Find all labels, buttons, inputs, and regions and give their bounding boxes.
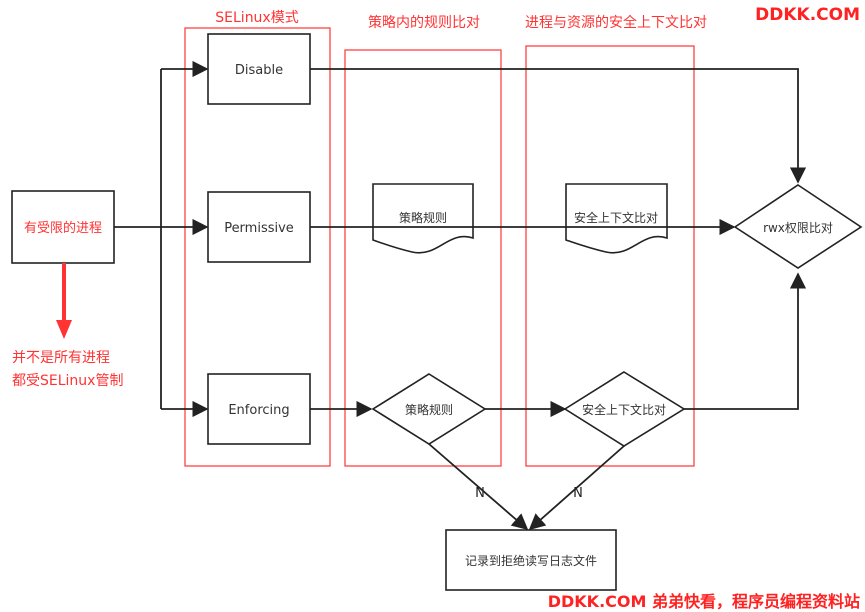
context-doc-shape [565, 183, 668, 254]
policy-decision-label: 策略规则 [405, 402, 453, 417]
log-box [445, 529, 617, 591]
watermark-top: DDKK.COM [755, 5, 860, 25]
policy-doc-shape [372, 183, 474, 254]
policy-no-label: N [475, 486, 485, 501]
selinux-mode-frame [184, 27, 331, 467]
rwx-decision-diamond [733, 184, 863, 269]
permissive-box [207, 191, 311, 263]
red-arrow-head [56, 320, 72, 339]
annotation-line2: 都受SELinux管制 [12, 373, 123, 389]
selinux-mode-header: SELinux模式 [215, 10, 298, 26]
log-label: 记录到拒绝读写日志文件 [465, 553, 597, 568]
context-no-label: N [573, 486, 583, 501]
context-decision-label: 安全上下文比对 [582, 402, 666, 417]
annotation-line1: 并不是所有进程 [12, 350, 110, 366]
process-node [11, 190, 115, 264]
context-doc-label: 安全上下文比对 [574, 210, 658, 225]
enforcing-label: Enforcing [228, 403, 289, 418]
context-compare-header: 进程与资源的安全上下文比对 [525, 14, 707, 31]
rwx-label: rwx权限比对 [763, 221, 833, 235]
policy-rules-frame [344, 49, 502, 467]
context-compare-frame [525, 45, 695, 467]
disable-label: Disable [235, 63, 283, 78]
watermark-bottom: DDKK.COM 弟弟快看，程序员编程资料站 [548, 592, 860, 611]
process-label: 有受限的进程 [24, 220, 102, 236]
policy-rules-header: 策略内的规则比对 [368, 14, 480, 31]
enforcing-box [207, 373, 311, 445]
disable-box [207, 33, 311, 105]
policy-doc-label: 策略规则 [399, 210, 447, 225]
permissive-label: Permissive [224, 221, 294, 236]
